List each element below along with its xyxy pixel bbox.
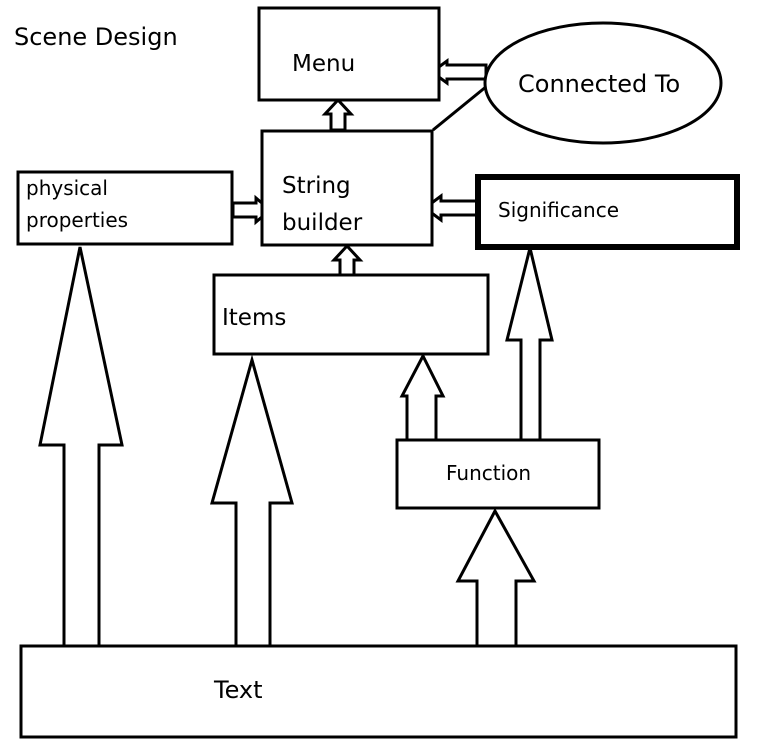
function-box	[395, 438, 601, 510]
string-builder-label-line2: builder	[282, 210, 363, 236]
string-builder-label-line1: String	[282, 173, 351, 199]
items-box	[212, 273, 490, 356]
string-builder-box	[260, 129, 434, 247]
physical-properties-box	[16, 170, 234, 246]
connected-to-ellipse	[483, 21, 723, 145]
menu-label: Menu	[292, 51, 355, 77]
arrow-items-to-string-builder	[330, 243, 364, 277]
physical-properties-label-line2: properties	[26, 208, 128, 232]
connected-to-link-line	[432, 84, 488, 132]
arrow-function-to-significance	[505, 247, 554, 442]
arrow-text-to-function	[455, 507, 537, 650]
text-label: Text	[213, 676, 263, 704]
arrow-text-to-physical-properties	[38, 246, 124, 648]
arrow-string-builder-to-menu	[321, 97, 355, 132]
text-box	[19, 644, 738, 739]
diagram-title: Scene Design	[14, 23, 178, 51]
significance-label: Significance	[498, 198, 619, 222]
arrow-text-to-items	[210, 354, 294, 648]
menu-box	[257, 6, 441, 102]
significance-box	[475, 174, 740, 250]
connected-to-label: Connected To	[518, 70, 680, 98]
items-label: Items	[222, 305, 286, 331]
function-label: Function	[446, 461, 531, 485]
physical-properties-label-line1: physical	[26, 176, 108, 200]
arrow-function-to-items	[399, 352, 446, 442]
